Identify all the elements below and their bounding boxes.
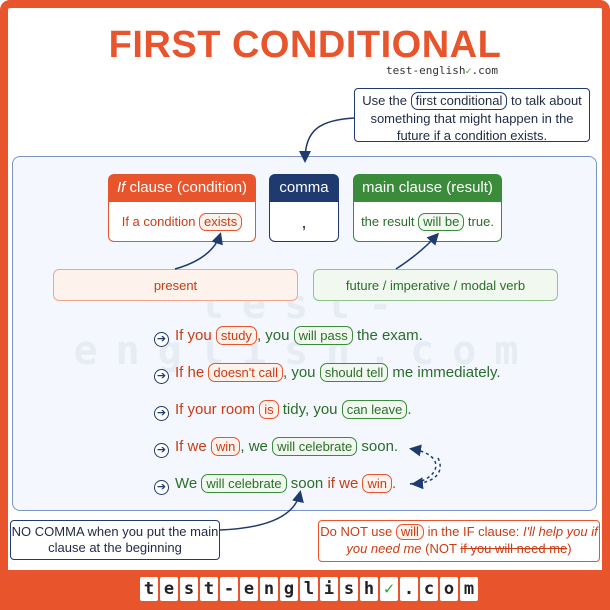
struck-example: if you will need me xyxy=(460,541,568,556)
comma-header: comma xyxy=(269,174,339,202)
logo-letter-tile: h xyxy=(360,577,378,601)
example-text: the exam. xyxy=(356,327,423,344)
example-row: ➔ If you study, you will pass the exam. xyxy=(154,325,423,347)
logo-letter-tile: - xyxy=(220,577,238,601)
logo-letter-tile: s xyxy=(180,577,198,601)
note-text: in the IF clause: xyxy=(427,524,520,539)
example-row-reversed: ➔ We will celebrate soon if we win. xyxy=(154,473,396,495)
arrow-right-icon: ➔ xyxy=(154,480,169,495)
logo-letter-tile: s xyxy=(340,577,358,601)
example-text: . xyxy=(391,475,397,492)
main-clause-body: the result will be true. xyxy=(353,202,502,242)
logo-letter-tile: . xyxy=(400,577,418,601)
verb-pill-future: will pass xyxy=(293,326,353,345)
logo-letter-tile: n xyxy=(260,577,278,601)
will-pill: will xyxy=(395,524,424,540)
arrow-right-icon: ➔ xyxy=(154,369,169,384)
present-label: present xyxy=(53,269,298,301)
logo-letter-tile: i xyxy=(320,577,338,601)
verb-pill-future: should tell xyxy=(319,363,389,382)
logo-letter-tile: e xyxy=(160,577,178,601)
example-text: soon xyxy=(290,475,324,492)
verb-pill-present: study xyxy=(215,326,257,345)
example-italic: I'll help you if you need me xyxy=(346,524,598,556)
example-text: , we xyxy=(240,438,268,455)
usage-note-text-rest: to talk about something that might happe… xyxy=(370,93,582,143)
verb-pill-present: win xyxy=(362,474,392,493)
logo-letter-tile: e xyxy=(240,577,258,601)
logo-letter-tile: o xyxy=(440,577,458,601)
brand-suffix: .com xyxy=(471,64,499,77)
verb-pill-present: is xyxy=(259,400,279,419)
if-clause-body-text: If a condition xyxy=(121,214,196,229)
usage-note-text: Use the xyxy=(362,93,407,108)
logo-letter-tile: m xyxy=(460,577,478,601)
comma-body: , xyxy=(269,202,339,242)
example-text: . xyxy=(407,401,412,418)
example-row: ➔ If we win, we will celebrate soon. xyxy=(154,436,398,458)
example-text: , you xyxy=(283,364,316,381)
example-row: ➔ If he doesn't call, you should tell me … xyxy=(154,362,501,384)
verb-pill-future: will celebrate xyxy=(272,437,358,456)
exists-pill: exists xyxy=(199,213,243,231)
first-conditional-pill: first conditional xyxy=(410,92,508,110)
future-label: future / imperative / modal verb xyxy=(313,269,558,301)
example-text: , you xyxy=(256,327,290,344)
note-text: ) xyxy=(567,541,572,556)
logo-letter-tile: l xyxy=(300,577,318,601)
logo-letter-tile: t xyxy=(140,577,158,601)
will-be-pill: will be xyxy=(418,213,465,231)
arrow-right-icon: ➔ xyxy=(154,443,169,458)
main-clause-header: main clause (result) xyxy=(353,174,502,202)
do-not-use-will-note: Do NOT use will in the IF clause: I'll h… xyxy=(318,520,600,562)
logo-letter-tile: g xyxy=(280,577,298,601)
example-text: If you xyxy=(175,327,212,344)
main-clause-body-text: the result xyxy=(361,214,415,229)
main-clause-body-end: true. xyxy=(467,214,494,229)
logo-letter-tile: c xyxy=(420,577,438,601)
verb-pill-present: win xyxy=(210,437,241,456)
if-clause-header: If clause (condition) xyxy=(108,174,256,202)
note-text: Do NOT use xyxy=(320,524,393,539)
brand-logo-small: test-english✓.com xyxy=(386,64,498,77)
example-row: ➔ If your room is tidy, you can leave. xyxy=(154,399,412,421)
note-text: (NOT xyxy=(425,541,457,556)
no-comma-note: NO COMMA when you put the main clause at… xyxy=(10,520,220,560)
verb-pill-present: doesn't call xyxy=(208,363,283,382)
arrow-right-icon: ➔ xyxy=(154,332,169,347)
example-text: If we xyxy=(175,438,207,455)
example-text: if we xyxy=(327,475,359,492)
example-text: me immediately. xyxy=(392,364,501,381)
usage-note: Use the first conditional to talk about … xyxy=(354,88,590,143)
example-text: If your room xyxy=(175,401,256,418)
example-text: soon. xyxy=(361,438,399,455)
check-icon: ✓ xyxy=(465,66,472,77)
verb-pill-future: can leave xyxy=(341,400,408,419)
example-text: If he xyxy=(175,364,205,381)
example-text: tidy, you xyxy=(282,401,338,418)
if-clause-header-text: clause (condition) xyxy=(125,179,248,196)
brand-name: test-english xyxy=(385,64,466,77)
page-title: FIRST CONDITIONAL xyxy=(108,24,502,66)
if-italic: If xyxy=(116,179,126,196)
verb-pill-future: will celebrate xyxy=(201,474,287,493)
if-clause-body: If a condition exists xyxy=(108,202,256,242)
logo-letter-tile: t xyxy=(200,577,218,601)
arrow-right-icon: ➔ xyxy=(154,406,169,421)
check-icon: ✓ xyxy=(380,577,398,601)
example-text: We xyxy=(175,475,198,492)
